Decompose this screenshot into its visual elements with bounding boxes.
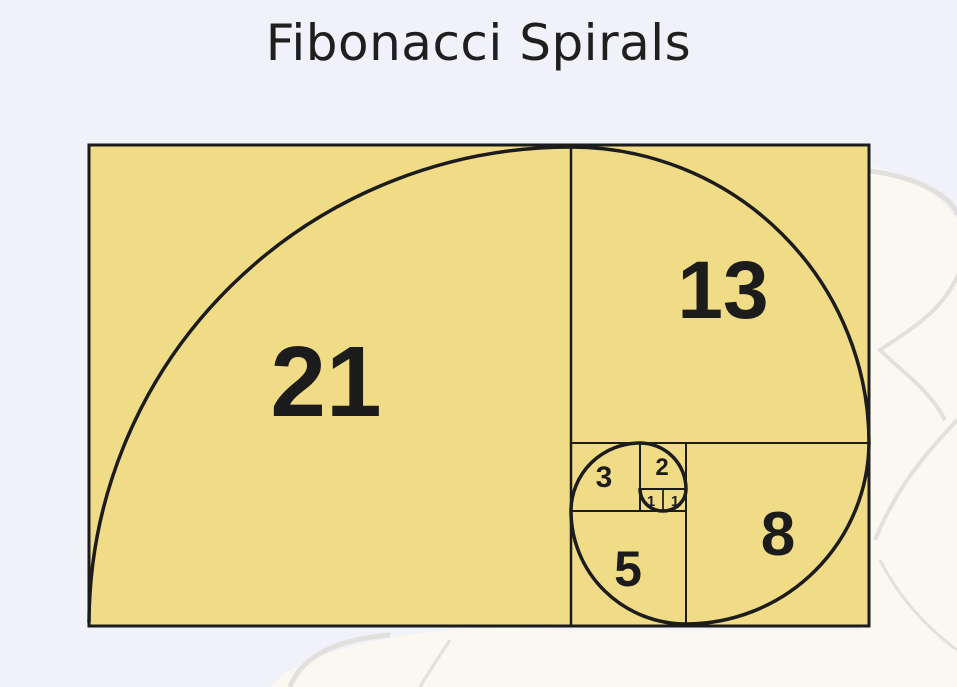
label-21: 21 xyxy=(270,326,381,438)
label-3: 3 xyxy=(596,461,613,494)
label-5: 5 xyxy=(614,541,642,597)
label-8: 8 xyxy=(761,500,795,569)
label-2: 2 xyxy=(655,454,668,481)
label-1a: 1 xyxy=(647,493,655,510)
label-1b: 1 xyxy=(671,493,679,510)
square-1b xyxy=(662,488,687,512)
page-title: Fibonacci Spirals xyxy=(265,14,692,72)
golden-spiral-curve xyxy=(87,145,871,626)
label-13: 13 xyxy=(677,245,768,336)
